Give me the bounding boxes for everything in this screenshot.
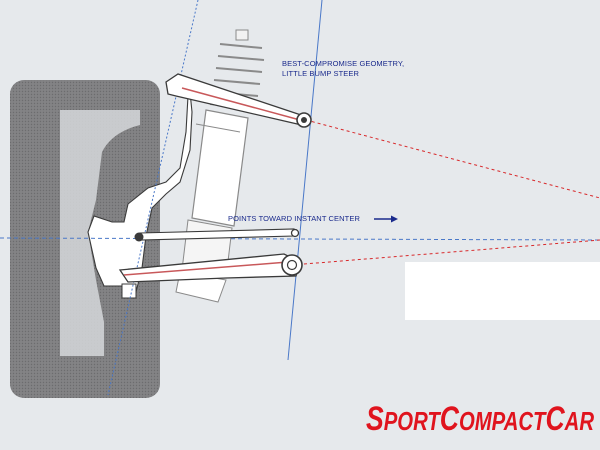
tie-rod — [134, 228, 300, 242]
tie-rod-inner-joint — [134, 232, 144, 242]
instant-center-label: POINTS TOWARD INSTANT CENTER — [228, 214, 360, 223]
lower-ball-joint-block — [121, 283, 137, 299]
geometry-label-line2: LITTLE BUMP STEER — [282, 69, 359, 78]
arrow-right-icon — [374, 215, 398, 223]
white-panel — [405, 262, 600, 320]
axle-centerline — [0, 237, 600, 241]
wheel-rim — [60, 110, 140, 356]
geometry-label-line1: BEST-COMPROMISE GEOMETRY, — [282, 59, 404, 68]
instant-center-lines — [291, 119, 600, 266]
steering-axis-line — [107, 0, 199, 396]
tire — [10, 80, 160, 398]
sport-compact-car-logo: SPORTCOMPACTCAR — [366, 400, 594, 438]
upper-ic-line — [305, 119, 600, 199]
upper-control-arm — [165, 73, 312, 128]
vertical-guide-line — [287, 0, 323, 361]
guide-lines — [0, 0, 600, 396]
tie-rod-outer-joint — [290, 228, 300, 238]
lower-ic-line — [291, 239, 600, 266]
steering-knuckle — [87, 85, 193, 295]
lower-control-arm — [118, 253, 303, 283]
